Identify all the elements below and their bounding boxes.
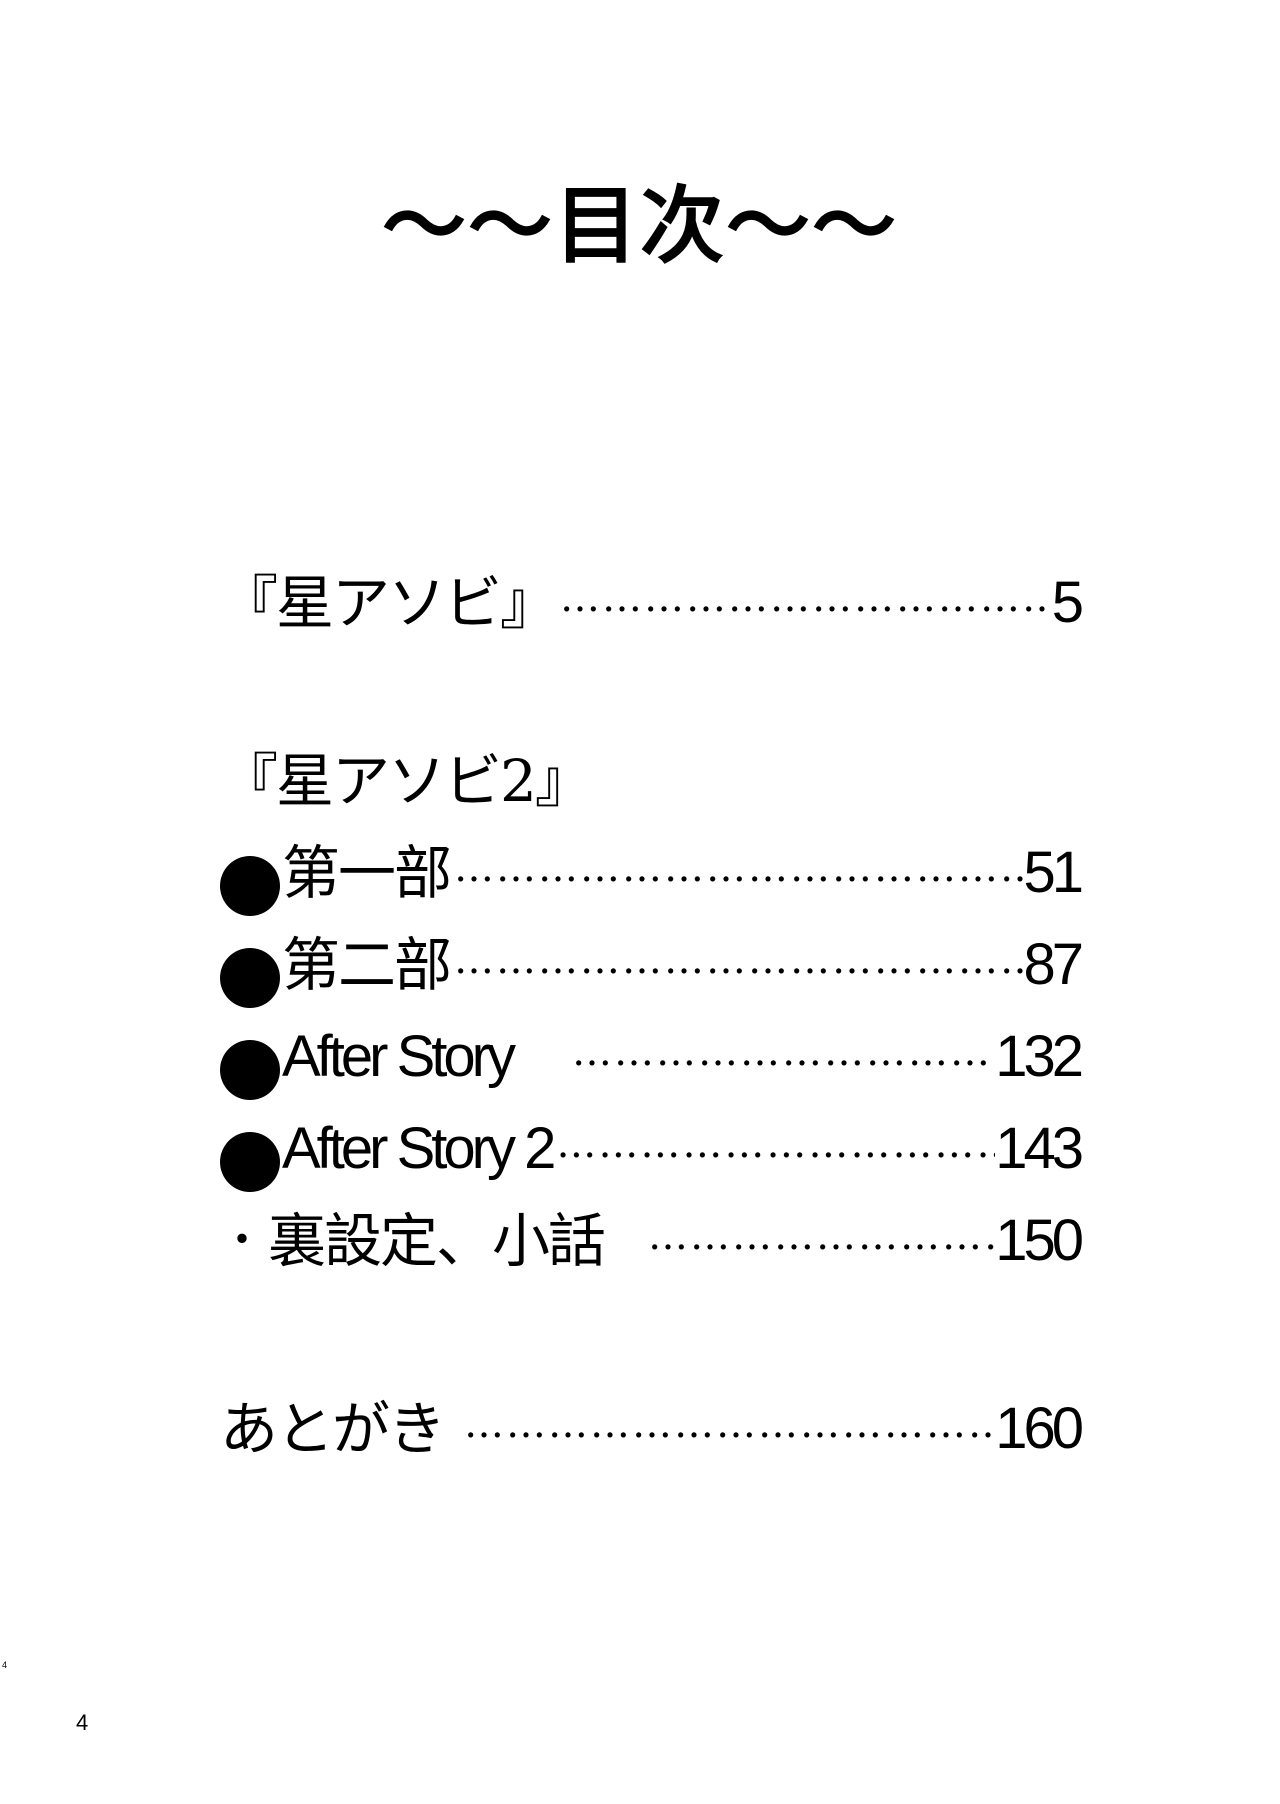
toc-leader-dots: ………………………………………… xyxy=(454,937,1023,983)
toc-entry-extras[interactable]: ・ 裏設定、小話 ………………………………………… 150 xyxy=(220,1206,1084,1276)
bullet-icon xyxy=(220,1132,280,1192)
toc-page-number: 87 xyxy=(1023,932,1083,997)
toc-entry-part1[interactable]: 第一部 ………………………………………… 51 xyxy=(220,838,1084,916)
page-number: 4 xyxy=(76,1710,89,1735)
bullet-icon xyxy=(220,948,280,1008)
toc-entry-label: 裏設定、小話 xyxy=(268,1207,606,1275)
middle-dot-icon: ・ xyxy=(220,1215,264,1266)
toc-page-number: 5 xyxy=(1051,570,1084,635)
toc-entry-label: After Story 2 xyxy=(282,1116,556,1181)
toc-leader-dots: ………………………………………… xyxy=(560,575,1052,621)
toc-leader-dots: ………………………………………… xyxy=(464,1401,995,1447)
toc-entry-label: After Story xyxy=(282,1024,516,1089)
toc-page-number: 143 xyxy=(995,1116,1084,1181)
toc-entry-afterword[interactable]: あとがき ………………………………………… 160 xyxy=(220,1394,1084,1464)
toc-leader-dots: ………………………………………… xyxy=(556,1121,995,1167)
toc-entry-part2[interactable]: 第二部 ………………………………………… 87 xyxy=(220,930,1084,1008)
toc-section-heading: 『星アソビ2』 xyxy=(220,747,593,815)
toc-leader-dots: ………………………………………… xyxy=(454,845,1023,891)
toc-entry-after-story[interactable]: After Story ………………………………………… 132 xyxy=(220,1022,1084,1100)
toc-page-number: 51 xyxy=(1023,840,1083,905)
toc-entry-label: 第二部 xyxy=(282,931,452,999)
toc-page-number: 160 xyxy=(995,1396,1084,1461)
toc-page-number: 150 xyxy=(995,1208,1084,1273)
toc-entry-hoshi-asobi[interactable]: 『星アソビ』 ………………………………………… 5 xyxy=(220,568,1084,638)
page-number-small: 4 xyxy=(2,1660,8,1670)
toc-leader-dots: ………………………………………… xyxy=(571,1029,995,1075)
toc-entry-label: あとがき xyxy=(220,1395,446,1463)
toc-entry-label: 第一部 xyxy=(282,839,452,907)
bullet-icon xyxy=(220,1040,280,1100)
toc-leader-dots: ………………………………………… xyxy=(648,1213,995,1259)
bullet-icon xyxy=(220,856,280,916)
toc-entry-label: 『星アソビ』 xyxy=(220,569,558,637)
page-title: ～～目次～～ xyxy=(381,176,898,275)
toc-page-number: 132 xyxy=(995,1024,1084,1089)
toc-entry-after-story-2[interactable]: After Story 2 ………………………………………… 143 xyxy=(220,1114,1084,1192)
